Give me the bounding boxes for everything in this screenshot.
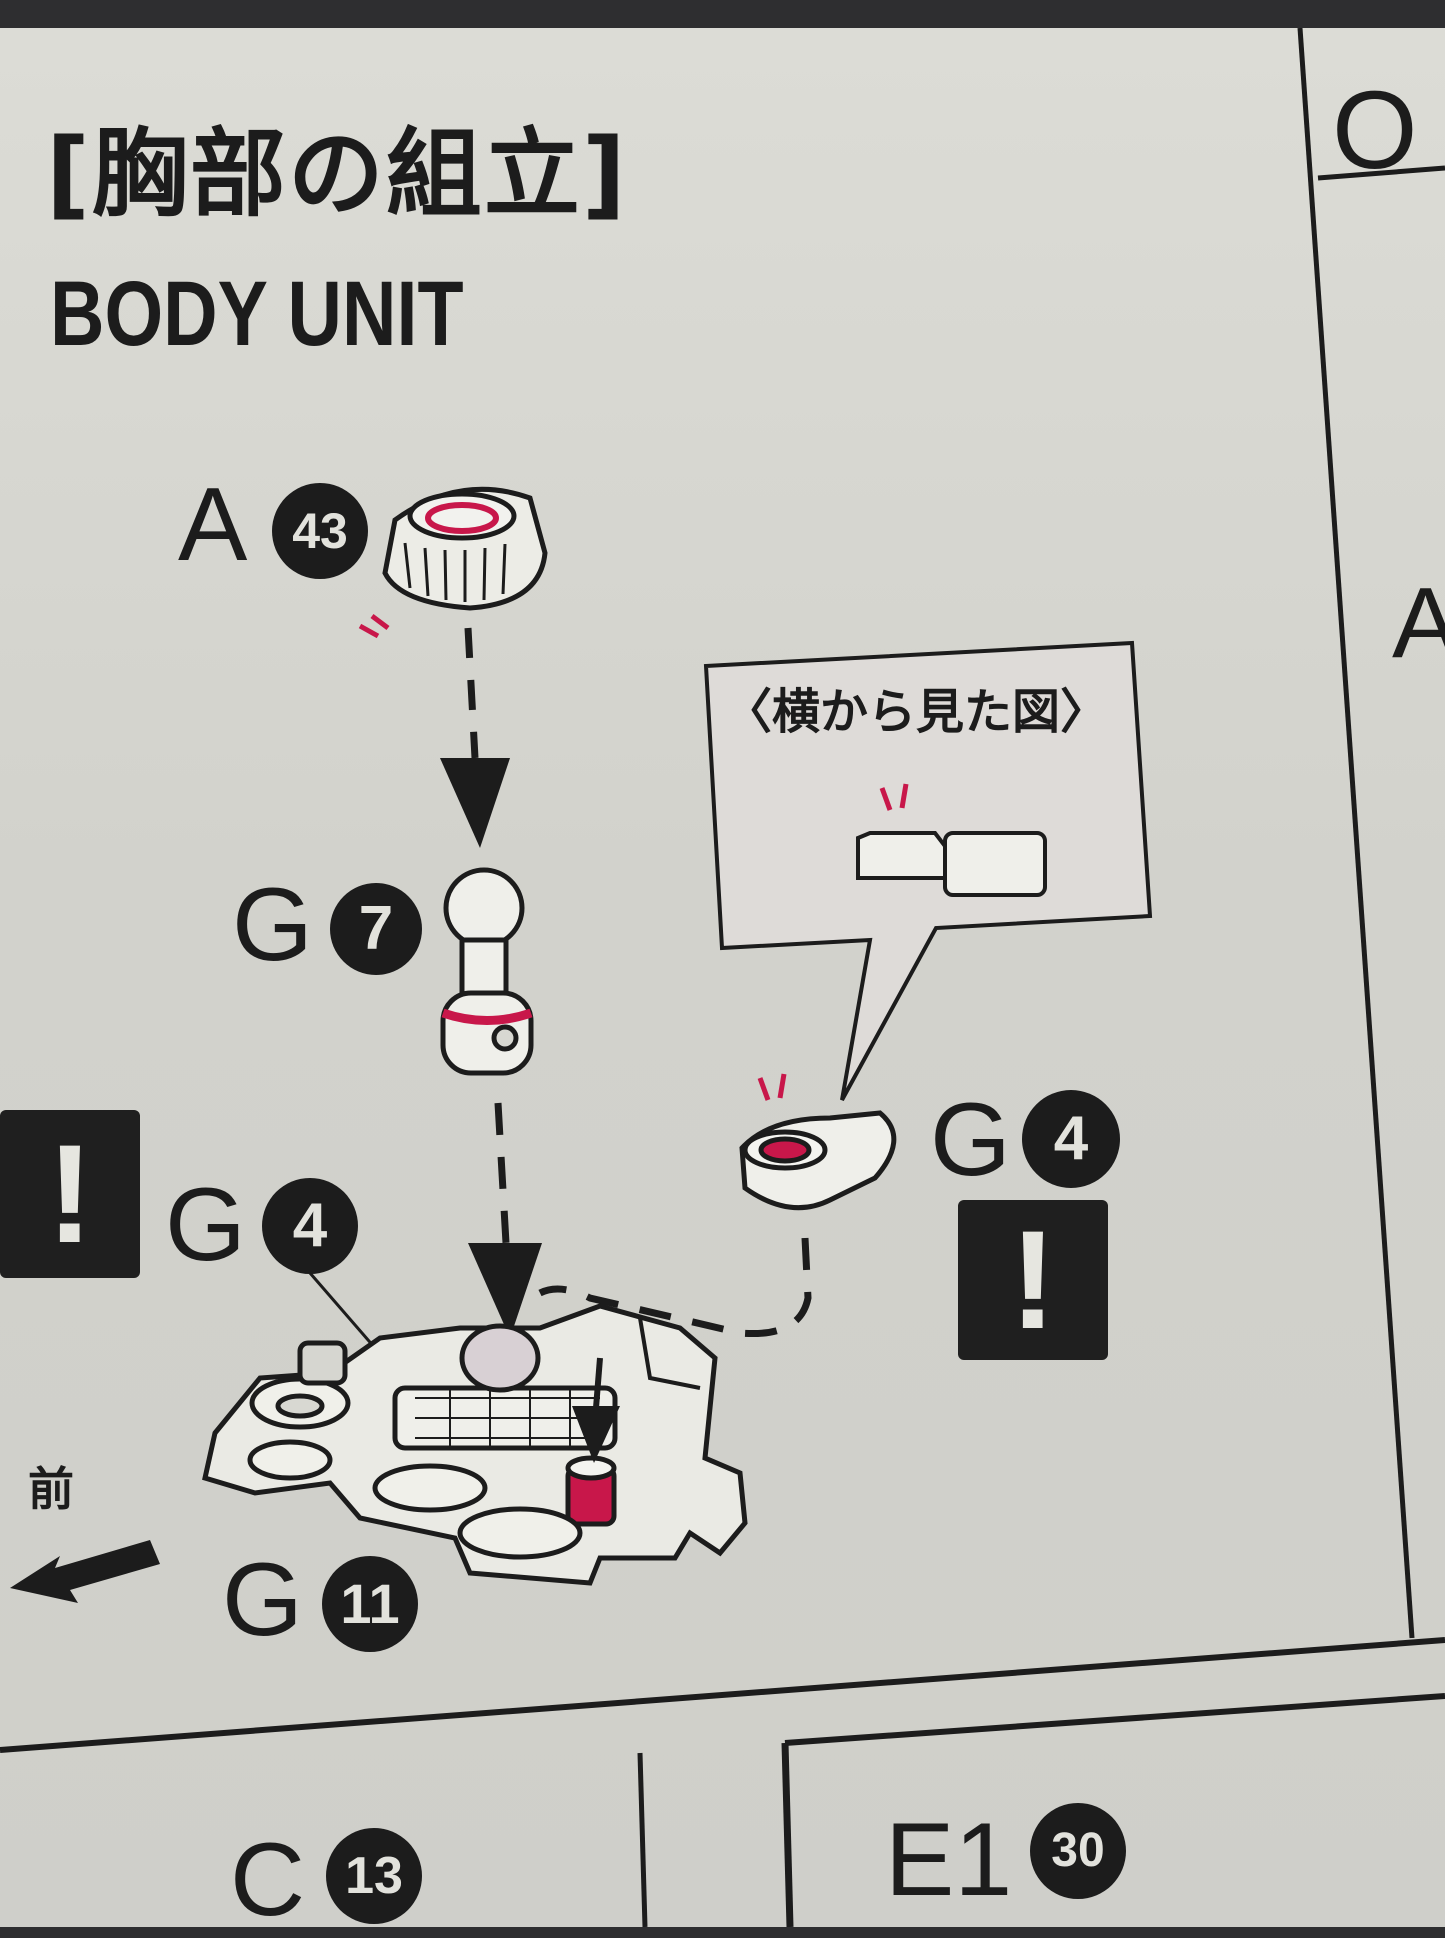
part-g7-drawing [440,867,534,1076]
part-g11-letter: G [222,1542,303,1658]
part-g7-number-badge: 7 [330,883,422,975]
right-header-underline [1317,165,1445,181]
section-title-ja: [胸部の組立] [46,118,628,230]
part-c13-number-badge: 13 [326,1828,422,1924]
dashed-path-g4-right [538,1237,812,1338]
bottom-cell-divider-1 [637,1752,648,1927]
leader-line-g4-left [308,1272,377,1349]
front-direction-arrow [10,1540,160,1603]
part-e1-30-number-badge: 30 [1030,1803,1126,1899]
part-g4-right-number-badge: 4 [1022,1090,1120,1188]
instruction-sheet: [胸部の組立] BODY UNIT A 43 G 7 G 4 G 4 G 11 … [0,28,1445,1932]
part-g7-letter: G [232,867,313,983]
part-g4-right-drawing [739,1110,897,1211]
side-view-part [856,831,1047,897]
part-g11-number-badge: 11 [322,1556,418,1652]
red-marks-a43 [358,614,390,639]
part-a43-drawing [382,486,548,611]
side-view-callout-label: 〈横から見た図〉 [724,684,1109,740]
arrow-a43-to-g7 [440,627,510,848]
red-marks-side-view [879,783,909,811]
assembly-illustration [0,28,1445,1927]
warning-exclamation-icon: ! [1009,1201,1057,1358]
part-e1-30-letter: E1 [885,1802,1013,1918]
part-g4-left-letter: G [165,1167,246,1283]
part-c13-letter: C [230,1822,306,1938]
red-marks-g4-right [757,1073,787,1101]
warning-box-left: ! [0,1110,140,1278]
bottom-cell-divider-2 [781,1742,794,1927]
warning-box-right: ! [958,1200,1108,1360]
part-a43-letter: A [178,467,248,583]
part-g4-left-number-badge: 4 [262,1178,358,1274]
arrow-into-body [572,1357,620,1463]
right-column-header-partial: O [1332,69,1418,192]
bottom-cell-top [784,1693,1445,1746]
section-title-en: BODY UNIT [50,263,464,365]
warning-exclamation-icon: ! [46,1115,94,1272]
arrow-g7-to-body [468,1102,542,1338]
part-a43-number-badge: 43 [272,483,368,579]
front-direction-label: 前 [28,1462,74,1516]
right-column-part-partial: A [1392,567,1445,679]
section-separator [0,1637,1445,1753]
part-body-unit-drawing [202,1303,748,1586]
part-g4-right-letter: G [930,1082,1011,1198]
right-column-border [1297,28,1415,1639]
